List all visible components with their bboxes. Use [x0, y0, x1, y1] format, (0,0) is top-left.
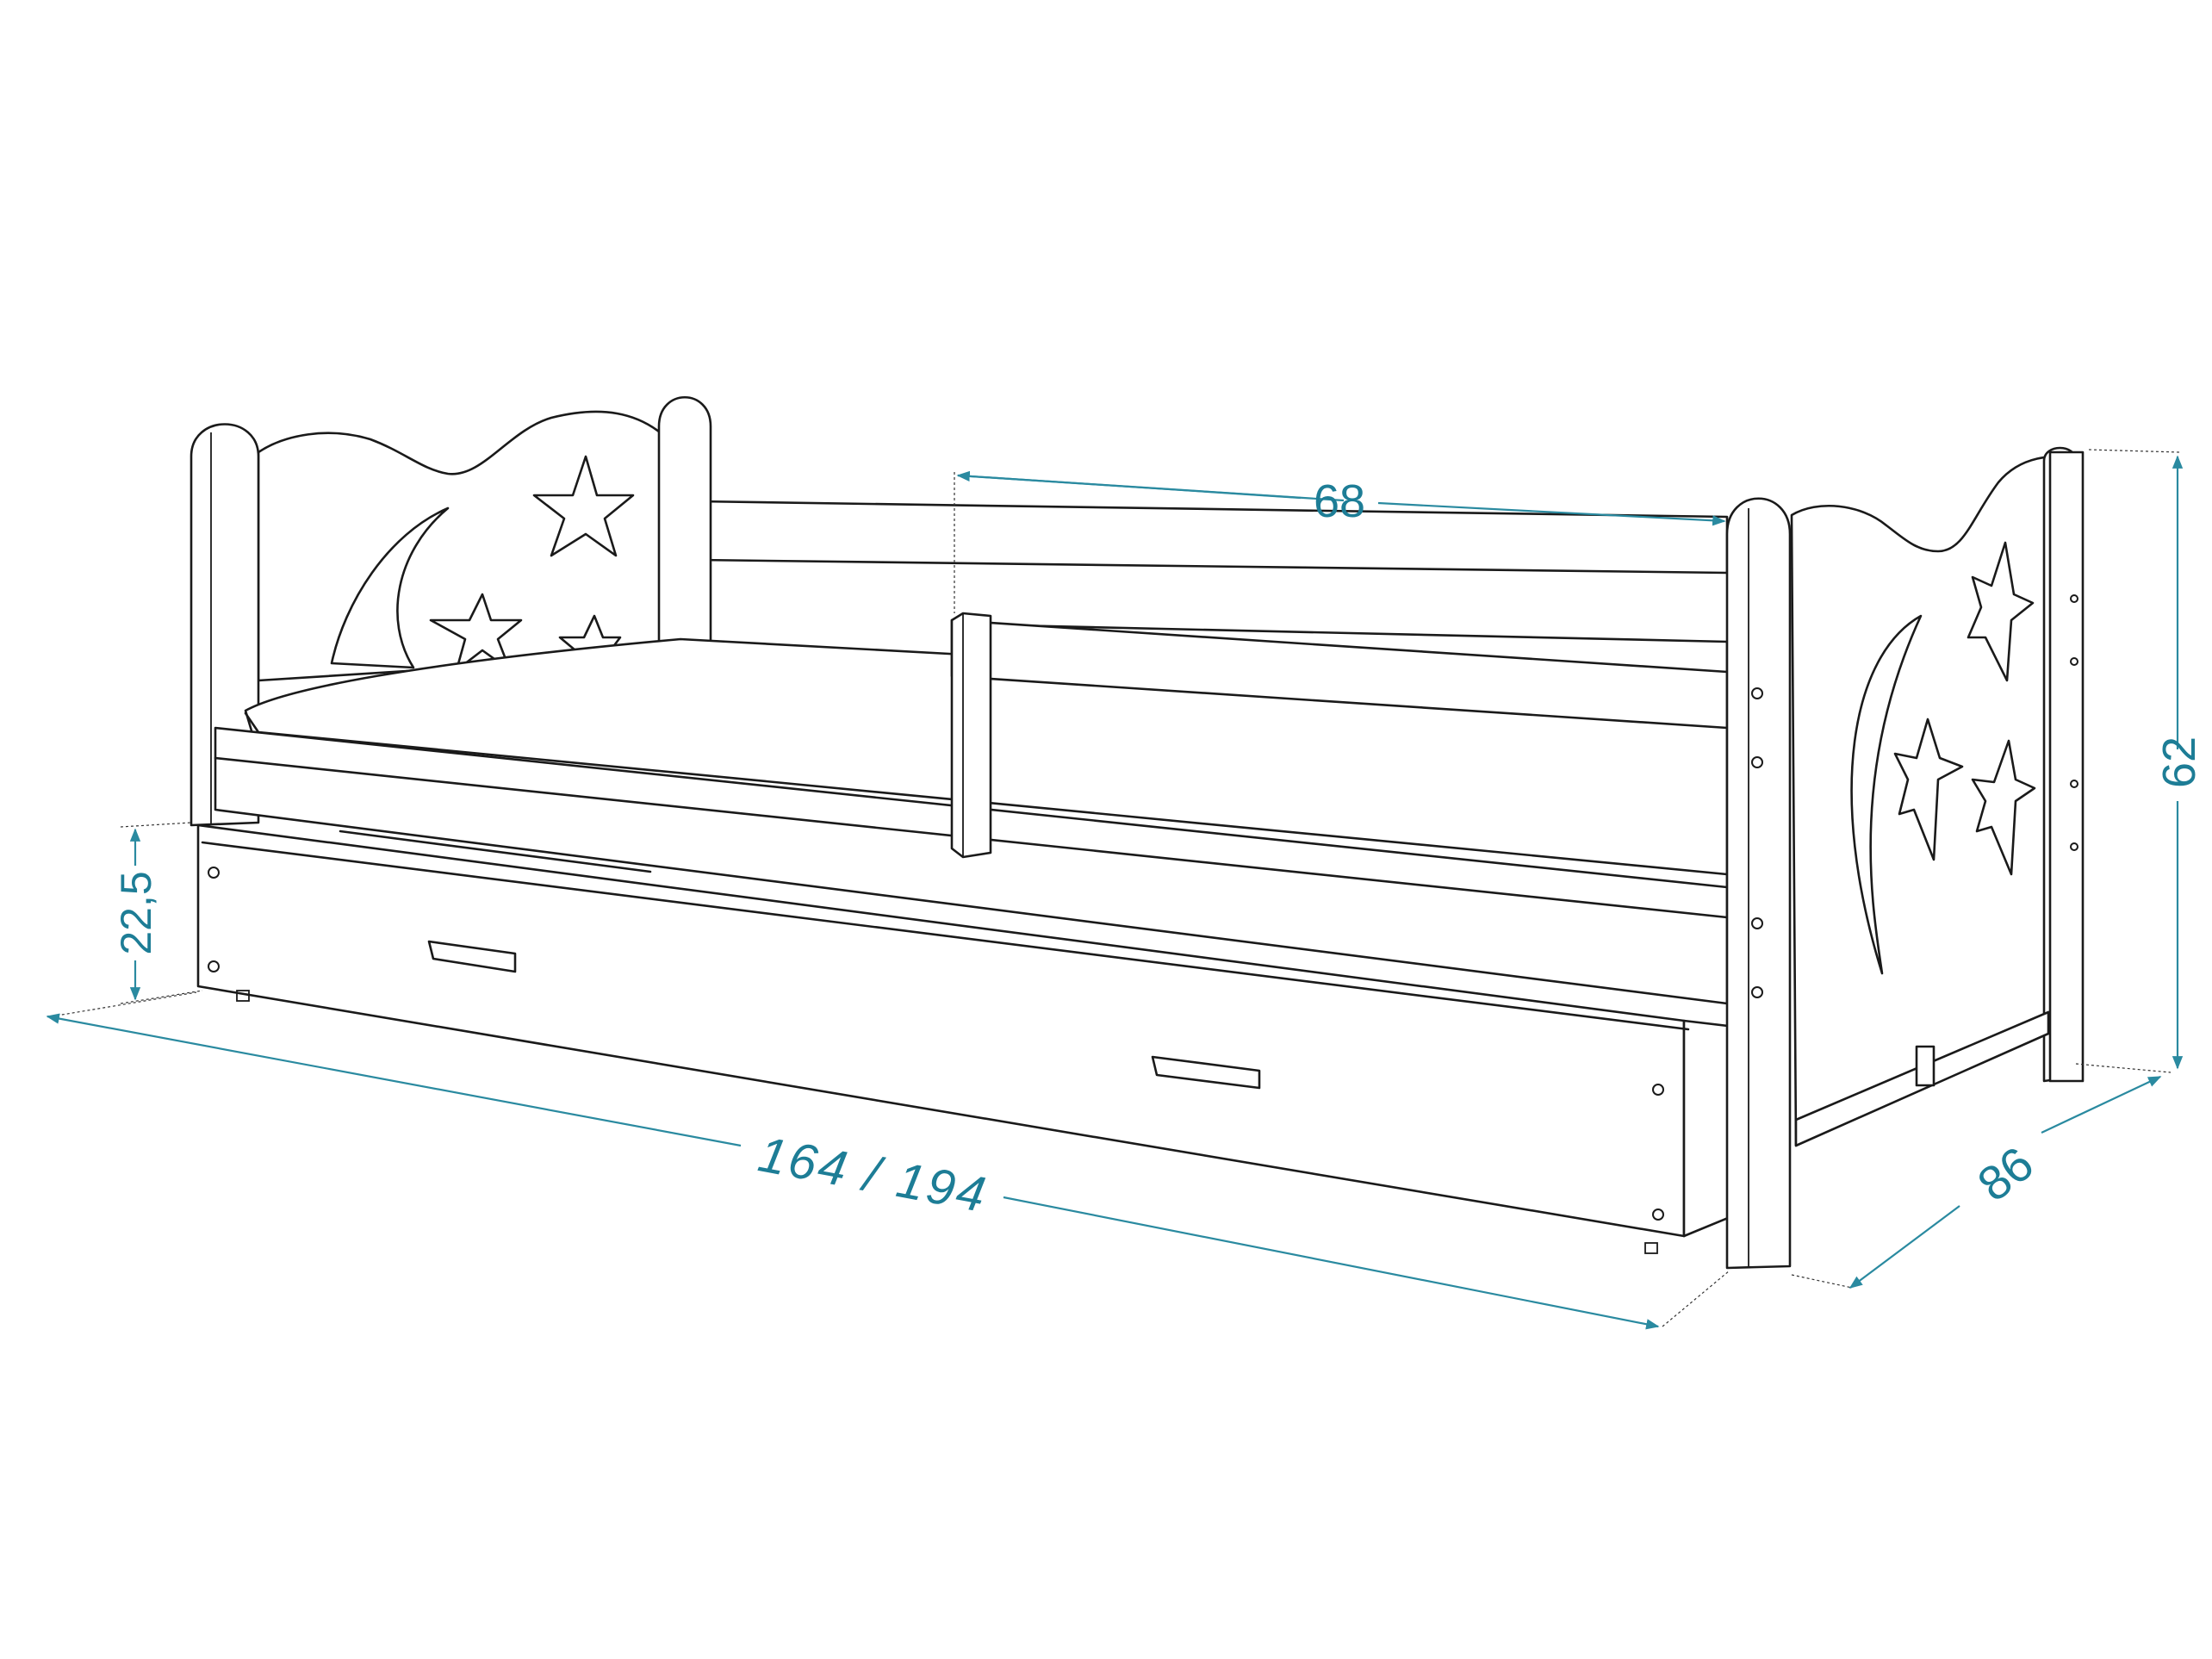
dimension-depth: 86 [1849, 1076, 2162, 1289]
post-hole [2070, 594, 2078, 603]
dimension-label-62: 62 [2153, 736, 2205, 788]
dimension-label-164-194: 164 / 194 [754, 1126, 991, 1223]
moon-shape-right [1850, 614, 1923, 975]
back-rail-top [696, 500, 1729, 575]
right-footboard-panel [1790, 456, 2078, 1147]
footboard-leg [1915, 1045, 1936, 1087]
star-shape-right-2 [1893, 718, 1964, 861]
drawer-foot [1644, 1242, 1658, 1254]
post-hole [1751, 986, 1763, 998]
dimension-mattress-length: 68 [956, 470, 1726, 527]
dimension-height: 62 [2153, 455, 2205, 1070]
post-hole [1751, 917, 1763, 929]
drawer-inner-edge [339, 830, 652, 873]
drawer-screw [1652, 1084, 1664, 1096]
post-hole [2070, 780, 2078, 788]
dimension-label-22-5: 22,5 [112, 871, 160, 954]
post-hole [1751, 756, 1763, 768]
left-front-post [190, 423, 260, 827]
post-hole [2070, 657, 2078, 666]
moon-shape-left [330, 506, 450, 669]
star-shape-right-1 [1967, 541, 2035, 682]
barrier-post [950, 612, 992, 859]
extension-lines [51, 449, 2180, 1327]
drawer-screw [208, 960, 220, 972]
post-hole [2070, 842, 2078, 851]
star-shape-left-1 [532, 455, 635, 557]
drawer-screw [208, 867, 220, 879]
right-front-post [1725, 497, 1792, 1270]
star-shape-right-3 [1971, 739, 2036, 876]
drawer-foot [236, 990, 250, 1002]
dimension-label-86: 86 [1967, 1136, 2043, 1212]
drawer-top-edge [201, 841, 1690, 1031]
star-shape-left-2 [429, 593, 523, 672]
drawer-handle-left [427, 940, 517, 973]
right-rear-post-face [2048, 450, 2085, 1083]
drawer-handle-right [1151, 1055, 1261, 1090]
bed-illustration [190, 396, 2085, 1270]
left-headboard-panel [257, 410, 665, 682]
drawer-screw [1652, 1209, 1664, 1221]
post-hole [1751, 687, 1763, 699]
left-rear-post [657, 396, 712, 646]
dimension-drawer-height: 22,5 [112, 828, 160, 1001]
dimension-label-68: 68 [1314, 475, 1365, 527]
